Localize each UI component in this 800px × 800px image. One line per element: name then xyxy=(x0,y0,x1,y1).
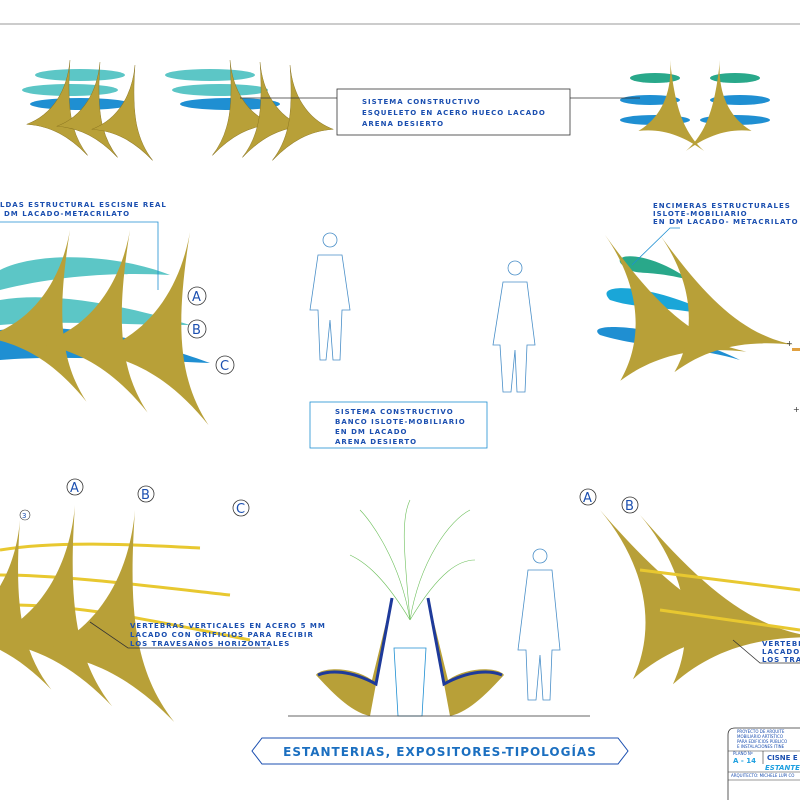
annotation-text: ARQUITECTO: MICHELE LUPI CO xyxy=(731,773,794,778)
bench-chairs-with-plant xyxy=(288,499,590,717)
annotation-text: C xyxy=(236,502,245,517)
title-block: PROYECTO DE ARQUITE MOBILIARIO ARTÍSTICO… xyxy=(727,727,800,800)
annotation-text: BANCO ISLOTE-MOBILIARIO xyxy=(335,418,466,426)
annotation-text: A xyxy=(192,290,201,305)
top-right-vertebrae xyxy=(620,58,770,155)
left-note: LDAS ESTRUCTURAL ESCISNE REAL DM LACADO-… xyxy=(0,201,167,290)
annotation-text: ARENA DESIERTO xyxy=(335,438,417,446)
annotation-text: + xyxy=(793,405,800,414)
human-figure-coat xyxy=(492,260,536,393)
annotation-text: VERTEBRA xyxy=(762,640,800,648)
annotation-text: CISNE E xyxy=(767,754,798,762)
annotation-text: C xyxy=(220,359,229,374)
sheet-title: ESTANTERIAS, EXPOSITORES-TIPOLOGÍAS xyxy=(251,737,629,765)
annotation-text: MOBILIARIO ARTÍSTICO xyxy=(737,734,783,739)
annotation-text: LOS TRAV xyxy=(762,656,800,664)
annotation-text: 3 xyxy=(22,512,26,520)
annotation-text: EN DM LACADO- METACRILATO xyxy=(653,218,799,226)
annotation-text: ESTANTERIAS, EXPOSITORES-TIPOLOGÍAS xyxy=(283,744,597,759)
human-figure-suit xyxy=(309,232,351,361)
annotation-text: ISLOTE-MOBILIARIO xyxy=(653,210,748,218)
annotation-text: DM LACADO-METACRILATO xyxy=(4,210,130,218)
top-left-vertebrae xyxy=(22,56,334,164)
annotation-text: PARA EDIFICIOS PÚBLICO xyxy=(737,739,787,744)
annotation-text: B xyxy=(192,323,201,338)
annotation-text: SISTEMA CONSTRUCTIVO xyxy=(362,98,481,106)
annotation-text: A - 14 xyxy=(733,757,756,765)
annotation-text: LACADO CON ORIFICIOS PARA RECIBIR xyxy=(130,631,314,639)
center-note: SISTEMA CONSTRUCTIVO BANCO ISLOTE-MOBILI… xyxy=(309,401,488,449)
annotation-text: PLANO Nº xyxy=(733,751,753,756)
annotation-text: ESTANTE xyxy=(765,764,800,772)
annotation-text: ARENA DESIERTO xyxy=(362,120,444,128)
annotation-text: B xyxy=(625,499,634,514)
top-note: SISTEMA CONSTRUCTIVO ESQUELETO EN ACERO … xyxy=(240,88,640,136)
bottom-left-shelf: A B C 3 VERTEBRAS VERTICALES EN ACERO 5 … xyxy=(0,478,326,729)
annotation-text: EN DM LACADO xyxy=(335,428,407,436)
middle-left-vertebrae: A B C xyxy=(0,224,294,432)
annotation-text: B xyxy=(141,488,150,503)
human-figure-bottom xyxy=(517,548,561,701)
annotation-text: LDAS ESTRUCTURAL ESCISNE REAL xyxy=(0,201,167,209)
annotation-text: E INSTALACIONES ITINE xyxy=(737,744,785,749)
middle-right-vertebrae: ENCIMERAS ESTRUCTURALES ISLOTE-MOBILIARI… xyxy=(594,202,800,414)
annotation-text: A xyxy=(70,481,79,496)
bottom-right-shelf: A B VERTEBRA LACADO C LOS TRAV xyxy=(579,473,800,685)
annotation-text: LACADO C xyxy=(762,648,800,656)
annotation-text: SISTEMA CONSTRUCTIVO xyxy=(335,408,454,416)
annotation-text: A xyxy=(583,491,592,506)
annotation-text: ESQUELETO EN ACERO HUECO LACADO xyxy=(362,109,546,117)
annotation-text: ENCIMERAS ESTRUCTURALES xyxy=(653,202,791,210)
annotation-text: + xyxy=(786,339,793,348)
annotation-text: PROYECTO DE ARQUITE xyxy=(737,729,785,734)
annotation-text: LOS TRAVESAÑOS HORIZONTALES xyxy=(130,639,290,648)
annotation-text: VERTEBRAS VERTICALES EN ACERO 5 MM xyxy=(130,622,326,630)
